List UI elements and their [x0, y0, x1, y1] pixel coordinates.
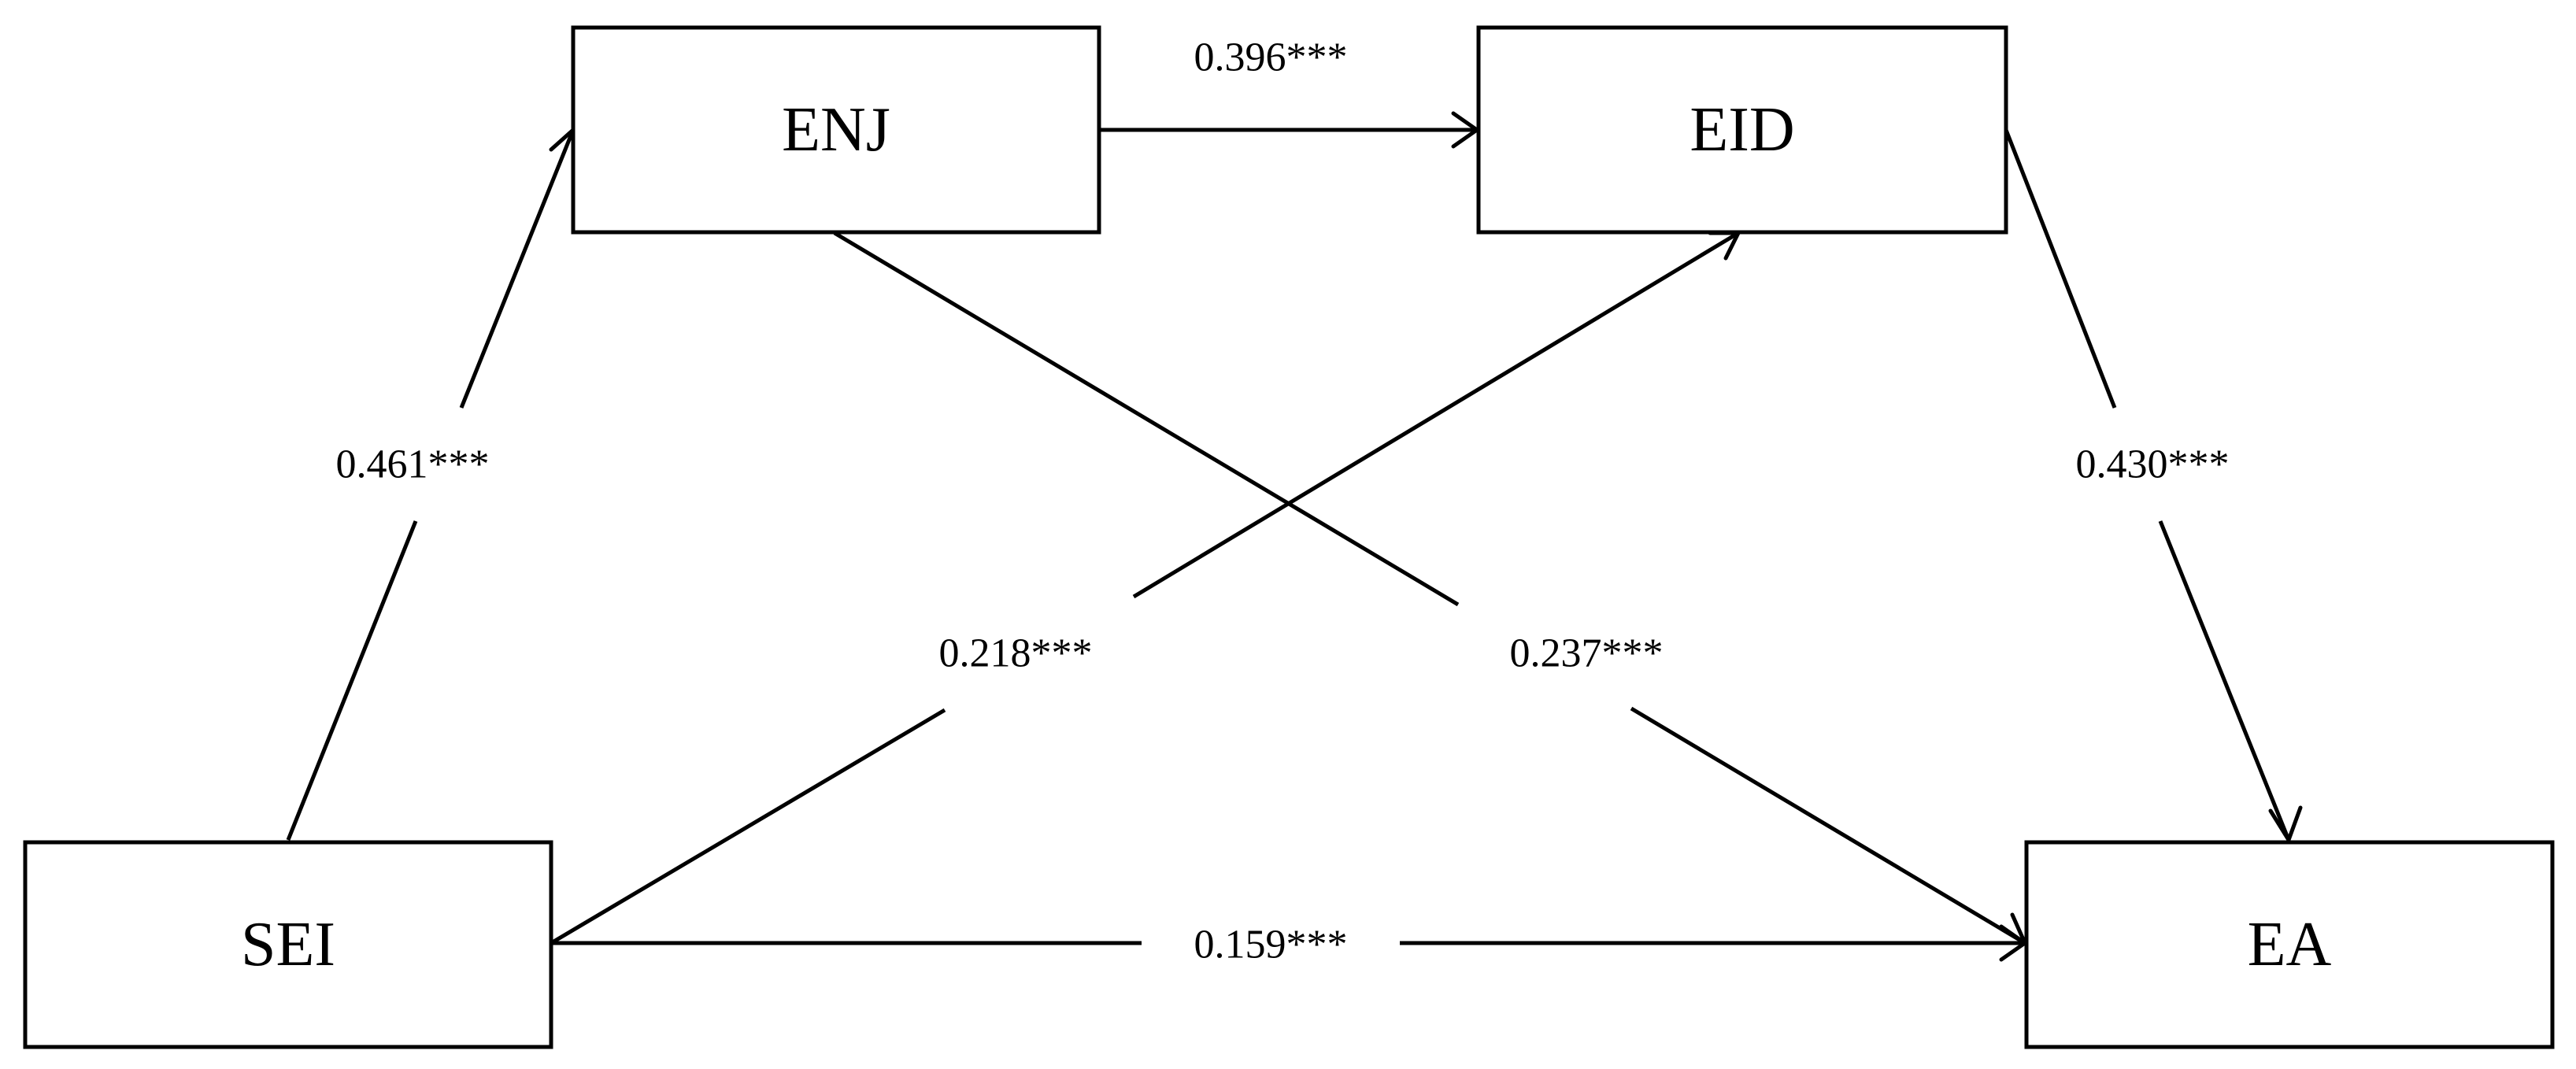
coef-enj-eid: 0.396*** [1194, 35, 1348, 80]
arrowhead-ea-from-eid [2268, 805, 2303, 842]
arrow-heads [549, 111, 2303, 962]
edge-eid-ea-upper [2004, 129, 2117, 409]
edge-enj-ea-upper [833, 231, 1460, 607]
coefficients: 0.396*** 0.461*** 0.430*** 0.218*** 0.23… [336, 35, 2230, 967]
node-sei-label: SEI [241, 910, 335, 979]
node-eid-box [1476, 25, 2008, 235]
node-enj-box [571, 25, 1101, 235]
edge-sei-enj-lower [286, 520, 418, 841]
coef-sei-ea: 0.159*** [1194, 923, 1348, 967]
node-ea-box [2024, 840, 2555, 1049]
node-ea-label: EA [2248, 910, 2332, 979]
edges [286, 128, 2291, 945]
edge-sei-eid-lower [550, 708, 946, 945]
edge-enj-ea-lower [1630, 706, 2026, 945]
node-sei-box [23, 840, 553, 1049]
edge-sei-enj-upper [459, 129, 576, 409]
node-enj: ENJ [571, 25, 1101, 235]
node-eid: EID [1476, 25, 2008, 235]
node-ea: EA [2024, 840, 2555, 1049]
edge-sei-eid-upper [1132, 231, 1740, 599]
coef-enj-ea: 0.237*** [1510, 631, 1664, 676]
coef-eid-ea: 0.430*** [2076, 442, 2230, 487]
edge-eid-ea-lower [2158, 520, 2291, 841]
node-sei: SEI [23, 840, 553, 1049]
coef-sei-enj: 0.461*** [336, 442, 490, 487]
coef-sei-eid: 0.218*** [939, 631, 1093, 676]
node-eid-label: EID [1690, 95, 1794, 165]
node-enj-label: ENJ [782, 95, 890, 165]
